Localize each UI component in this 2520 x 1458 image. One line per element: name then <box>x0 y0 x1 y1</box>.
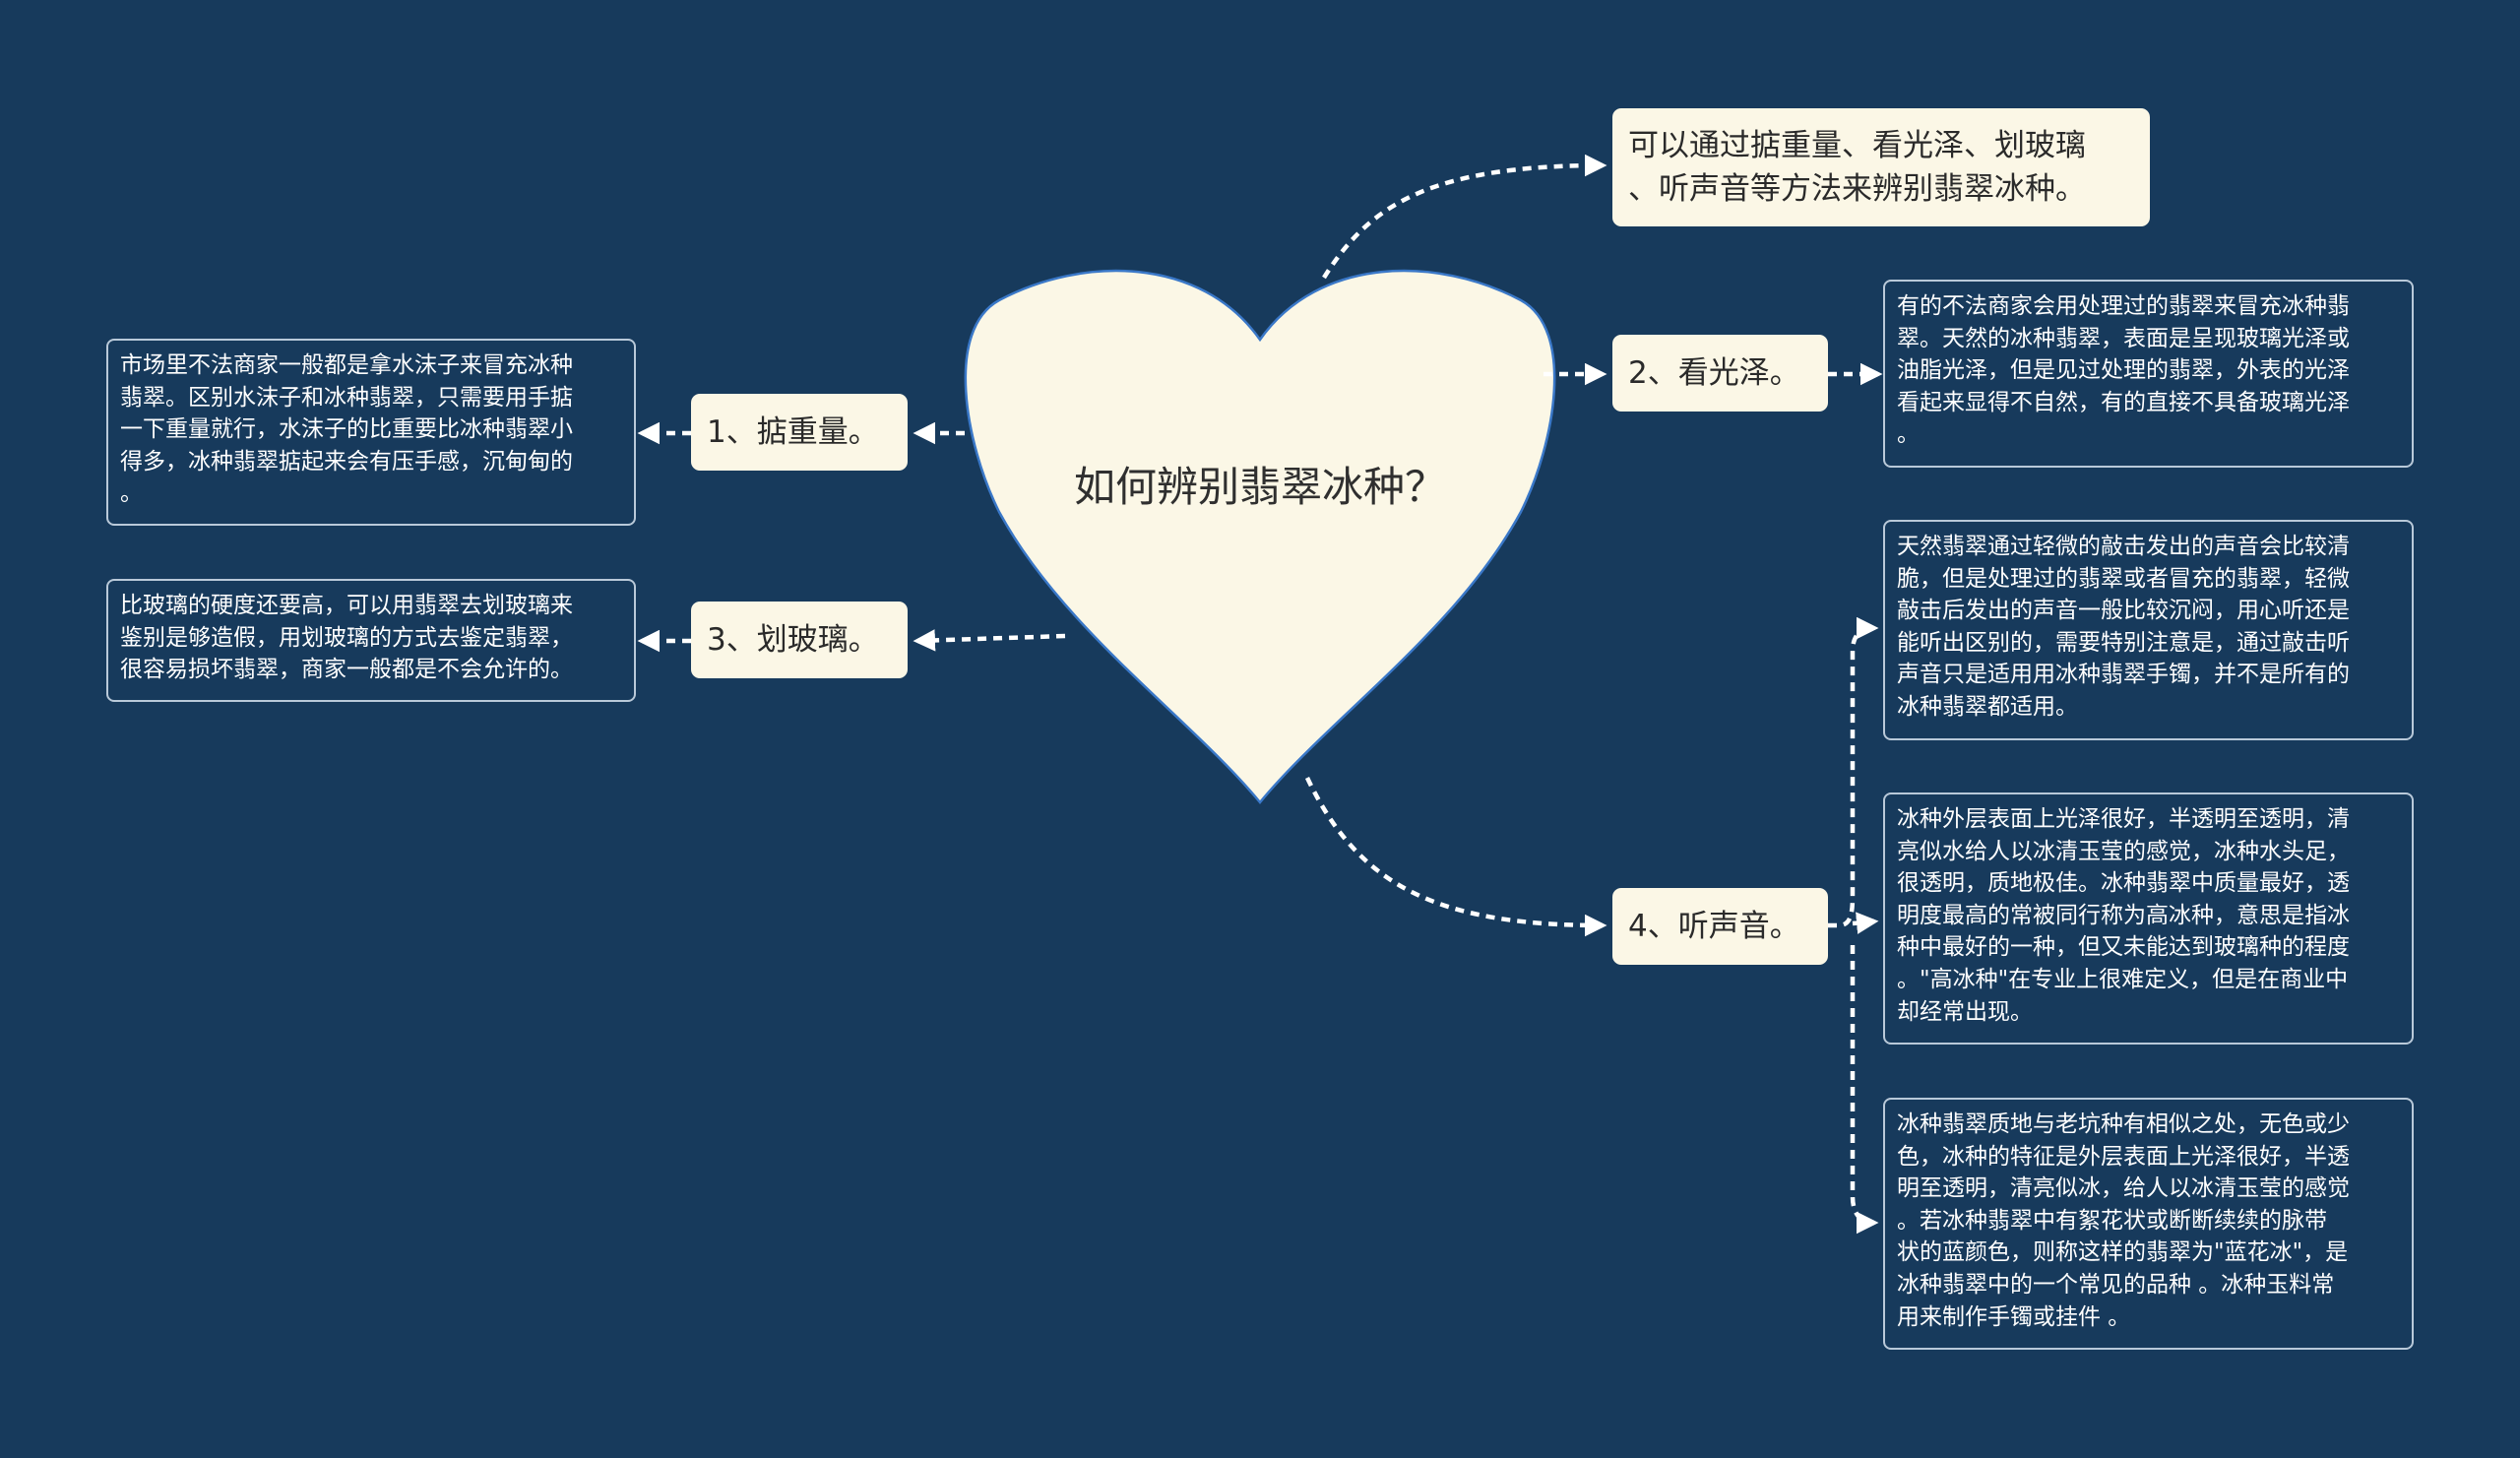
detail-line: 很透明，质地极佳。冰种翡翠中质量最好，透 <box>1897 870 2350 897</box>
detail-line: 翡翠。区别水沫子和冰种翡翠，只需要用手掂 <box>120 384 573 411</box>
detail-line: 得多，冰种翡翠掂起来会有压手感，沉甸甸的 <box>120 448 573 475</box>
detail-line: 鉴别是够造假，用划玻璃的方式去鉴定翡翠， <box>120 624 573 651</box>
detail-line: 有的不法商家会用处理过的翡翠来冒充冰种翡 <box>1897 293 2350 319</box>
connector-summary <box>1322 154 1607 280</box>
summary-node[interactable]: 可以通过掂重量、看光泽、划玻璃 、听声音等方法来辨别翡翠冰种。 <box>1612 108 2150 226</box>
detail-line: 看起来显得不自然，有的直接不具备玻璃光泽 <box>1897 389 2350 415</box>
detail-line: 市场里不法商家一般都是拿水沫子来冒充冰种 <box>120 352 573 378</box>
connector-branch-4-detail-2 <box>1852 912 1879 934</box>
detail-branch-2: 有的不法商家会用处理过的翡翠来冒充冰种翡 翠。天然的冰种翡翠，表面是呈现玻璃光泽… <box>1883 280 2414 468</box>
summary-line-1: 可以通过掂重量、看光泽、划玻璃 <box>1628 128 2086 163</box>
detail-line: 声音只是适用用冰种翡翠手镯，并不是所有的 <box>1897 662 2350 688</box>
detail-line: 冰种翡翠都适用。 <box>1897 693 2078 720</box>
detail-line: 却经常出现。 <box>1897 998 2033 1025</box>
connector-branch-4 <box>1304 777 1607 937</box>
branch-node-3[interactable]: 3、划玻璃。 <box>691 602 908 678</box>
detail-line: 明度最高的常被同行称为高冰种，意思是指冰 <box>1897 902 2350 928</box>
detail-line: 油脂光泽，但是见过处理的翡翠，外表的光泽 <box>1897 357 2350 384</box>
detail-line: 冰种翡翠质地与老坑种有相似之处，无色或少 <box>1897 1111 2350 1137</box>
detail-line: 比玻璃的硬度还要高，可以用翡翠去划玻璃来 <box>120 593 573 618</box>
connector-branch-4-detail-3 <box>1850 945 1879 1235</box>
detail-line: 明至透明，清亮似冰，给人以冰清玉莹的感觉 <box>1897 1175 2350 1202</box>
connector-branch-4-detail-1 <box>1828 616 1879 928</box>
connector-branch-3 <box>913 629 1066 652</box>
center-heart-shape[interactable] <box>964 269 1556 804</box>
detail-line: 冰种外层表面上光泽很好，半透明至透明，清 <box>1897 806 2350 832</box>
detail-line: 种中最好的一种，但又未能达到玻璃种的程度 <box>1897 934 2350 961</box>
detail-line: 亮似水给人以冰清玉莹的感觉，冰种水头足， <box>1897 838 2350 864</box>
branch-node-2[interactable]: 2、看光泽。 <box>1612 335 1828 412</box>
detail-line: 。 <box>120 480 143 507</box>
branch-node-1[interactable]: 1、掂重量。 <box>691 394 908 471</box>
detail-line: 。"高冰种"在专业上很难定义，但是在商业中 <box>1897 966 2349 992</box>
detail-line: 脆，但是处理过的翡翠或者冒充的翡翠，轻微 <box>1897 565 2350 592</box>
detail-line: 一下重量就行，水沫子的比重要比冰种翡翠小 <box>120 416 573 443</box>
detail-line: 状的蓝颜色，则称这样的翡翠为"蓝花冰"，是 <box>1897 1239 2349 1266</box>
detail-branch-4-high-ice: 冰种外层表面上光泽很好，半透明至透明，清 亮似水给人以冰清玉莹的感觉，冰种水头足… <box>1883 792 2414 1045</box>
summary-line-2: 、听声音等方法来辨别翡翠冰种。 <box>1628 171 2086 207</box>
detail-line: 翠。天然的冰种翡翠，表面是呈现玻璃光泽或 <box>1897 325 2350 351</box>
detail-branch-1: 市场里不法商家一般都是拿水沫子来冒充冰种 翡翠。区别水沫子和冰种翡翠，只需要用手… <box>106 339 636 526</box>
branch-node-4[interactable]: 4、听声音。 <box>1612 888 1828 965</box>
detail-branch-4-sound: 天然翡翠通过轻微的敲击发出的声音会比较清 脆，但是处理过的翡翠或者冒充的翡翠，轻… <box>1883 520 2414 740</box>
detail-line: 能听出区别的，需要特别注意是，通过敲击听 <box>1897 629 2350 656</box>
detail-line: 敲击后发出的声音一般比较沉闷，用心听还是 <box>1897 598 2350 624</box>
detail-branch-3: 比玻璃的硬度还要高，可以用翡翠去划玻璃来 鉴别是够造假，用划玻璃的方式去鉴定翡翠… <box>106 579 636 702</box>
detail-line: 冰种翡翠中的一个常见的品种 。冰种玉料常 <box>1897 1271 2335 1298</box>
detail-line: 。若冰种翡翠中有絮花状或断断续续的脉带 <box>1897 1207 2327 1234</box>
detail-line: 天然翡翠通过轻微的敲击发出的声音会比较清 <box>1897 534 2350 559</box>
center-topic-title[interactable]: 如何辨别翡翠冰种？ <box>1073 463 1446 511</box>
detail-line: 色，冰种的特征是外层表面上光泽很好，半透 <box>1897 1143 2350 1170</box>
detail-line: 很容易损坏翡翠，商家一般都是不会允许的。 <box>120 657 573 683</box>
detail-line: 。 <box>1897 421 1920 448</box>
detail-branch-4-blue-flower: 冰种翡翠质地与老坑种有相似之处，无色或少 色，冰种的特征是外层表面上光泽很好，半… <box>1883 1098 2414 1350</box>
detail-line: 用来制作手镯或挂件 。 <box>1897 1303 2131 1330</box>
